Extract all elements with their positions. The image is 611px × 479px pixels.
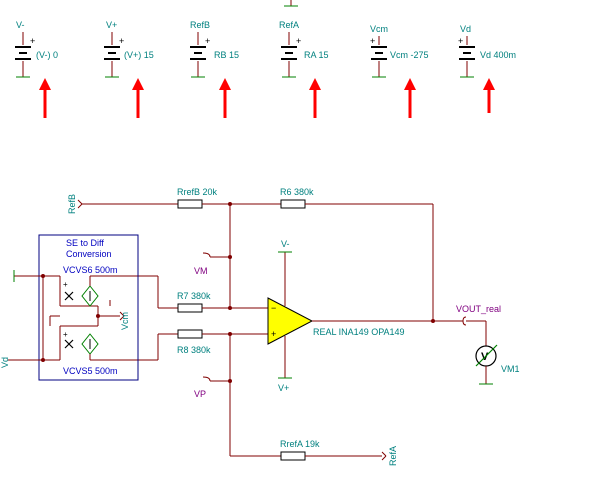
arrow-up-icon <box>404 78 416 118</box>
svg-text:+: + <box>119 36 124 46</box>
source-value: (V-) 0 <box>36 50 58 60</box>
source-refb[interactable]: RefB + RB 15 <box>190 20 239 78</box>
node-vd-label: Vd <box>0 357 10 368</box>
source-vcm[interactable]: Vcm + Vcm -275 <box>370 24 429 78</box>
svg-text:+: + <box>205 36 210 46</box>
source-name: RefB <box>190 20 210 30</box>
subcircuit-title-1: SE to Diff <box>66 238 104 248</box>
source-refa[interactable]: RefA + RA 15 <box>279 20 329 78</box>
red-arrows <box>39 78 495 118</box>
supply-vplus-label: V+ <box>278 383 289 393</box>
source-vminus[interactable]: V- + (V-) 0 <box>15 20 58 78</box>
source-value: RB 15 <box>214 50 239 60</box>
subcircuit-title-2: Conversion <box>66 249 112 259</box>
vcvs5-control-icon <box>64 339 74 349</box>
svg-text:+: + <box>271 329 276 339</box>
svg-text:+: + <box>63 330 68 339</box>
resistor-rrefb[interactable] <box>177 199 203 209</box>
resistor-r7-label: R7 380k <box>177 291 211 301</box>
svg-text:+: + <box>30 36 35 46</box>
source-name: V- <box>16 20 25 30</box>
source-name: V+ <box>106 20 117 30</box>
arrow-up-icon <box>132 78 144 118</box>
vcvs5-label: VCVS5 500m <box>63 366 118 376</box>
probe-vout[interactable] <box>462 316 467 326</box>
vcvs6-control-icon <box>64 291 74 301</box>
resistor-r6-label: R6 380k <box>280 187 314 197</box>
resistor-r7[interactable] <box>177 303 203 313</box>
source-value: Vd 400m <box>480 50 516 60</box>
resistor-r6[interactable] <box>280 199 306 209</box>
resistor-r8[interactable] <box>177 329 203 339</box>
probe-vp-label: VP <box>194 389 206 399</box>
resistor-rrefb-label: RrefB 20k <box>177 187 218 197</box>
source-name: Vcm <box>370 24 388 34</box>
vcvs6-label: VCVS6 500m <box>63 265 118 275</box>
svg-text:+: + <box>296 36 301 46</box>
meter-label: VM1 <box>501 364 520 374</box>
arrow-up-icon <box>39 78 51 118</box>
svg-text:+: + <box>370 36 375 46</box>
resistor-rrefa[interactable] <box>280 451 306 461</box>
subcircuit-box[interactable] <box>38 234 139 381</box>
source-value: (V+) 15 <box>124 50 154 60</box>
node-refa-label: RefA <box>388 446 398 466</box>
source-value: Vcm -275 <box>390 50 429 60</box>
resistor-rrefa-label: RrefA 19k <box>280 439 320 449</box>
arrow-up-icon <box>309 78 321 118</box>
source-value: RA 15 <box>304 50 329 60</box>
arrow-up-icon <box>483 78 495 113</box>
resistor-r8-label: R8 380k <box>177 345 211 355</box>
opamp-ina149[interactable] <box>267 297 314 345</box>
source-vplus[interactable]: V+ + (V+) 15 <box>104 20 154 78</box>
probe-vm-label: VM <box>194 266 208 276</box>
opamp-label: REAL INA149 OPA149 <box>313 327 405 337</box>
source-name: RefA <box>279 20 299 30</box>
probe-vp[interactable] <box>202 376 211 382</box>
svg-text:−: − <box>271 303 276 313</box>
probe-vm[interactable] <box>202 252 211 258</box>
probe-vout-label: VOUT_real <box>456 304 501 314</box>
svg-text:+: + <box>458 36 463 46</box>
source-vd[interactable]: Vd + Vd 400m <box>458 24 516 78</box>
supply-vminus-label: V- <box>281 239 290 249</box>
node-vcm-label: Vcm <box>120 312 130 330</box>
svg-text:+: + <box>63 280 68 289</box>
meter-arrow-icon <box>475 344 498 367</box>
source-name: Vd <box>460 24 471 34</box>
arrow-up-icon <box>219 78 231 118</box>
node-refb-label: RefB <box>67 194 77 214</box>
